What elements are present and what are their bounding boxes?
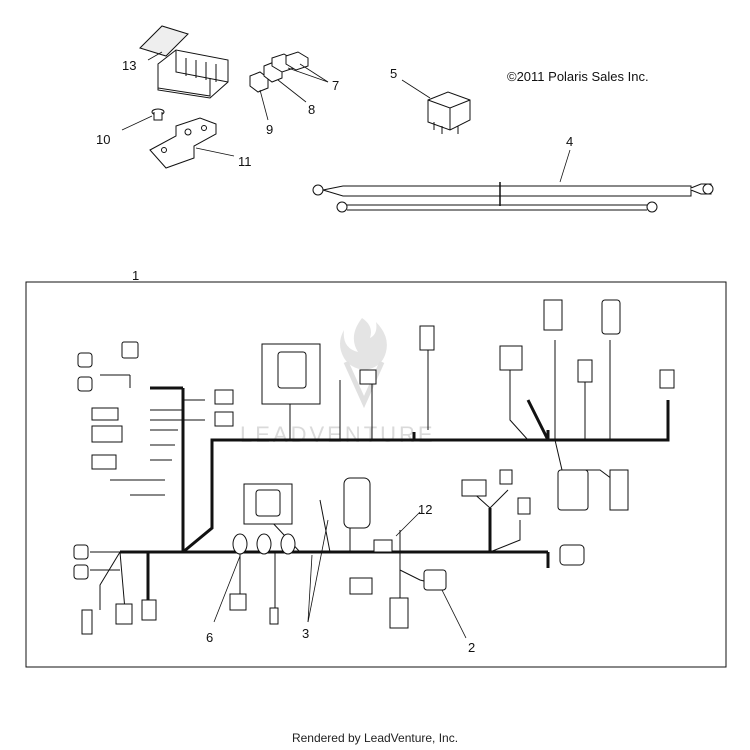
fuse-box — [139, 25, 229, 99]
harness-frame — [25, 281, 727, 668]
callout-5: 5 — [390, 66, 397, 81]
callout-12: 12 — [418, 502, 432, 517]
leader-3a — [307, 519, 329, 623]
watermark-text: LEADVENTURE — [240, 422, 436, 447]
bolt — [151, 108, 165, 121]
callout-9: 9 — [266, 122, 273, 137]
mounting-bracket — [149, 117, 217, 169]
main-harness-trunk — [120, 386, 670, 600]
leader-6 — [213, 555, 241, 623]
callout-13: 13 — [122, 58, 136, 73]
callout-7: 7 — [332, 78, 339, 93]
callout-3: 3 — [302, 626, 309, 641]
footer-credit: Rendered by LeadVenture, Inc. — [291, 731, 459, 745]
callout-10: 10 — [96, 132, 110, 147]
leader-4 — [559, 149, 571, 183]
mini-fuses — [249, 51, 309, 93]
relay — [427, 91, 471, 134]
leader-2 — [441, 589, 467, 639]
leader-5 — [401, 79, 431, 99]
leader-12 — [395, 511, 421, 537]
leader-3b — [307, 554, 313, 623]
leader-13 — [147, 51, 163, 61]
leadventure-watermark: LEADVENTURE — [240, 318, 436, 447]
ground-cable — [336, 201, 658, 213]
callout-11: 11 — [238, 154, 252, 169]
callout-4: 4 — [566, 134, 573, 149]
copyright-text: ©2011 Polaris Sales Inc. — [507, 69, 649, 84]
battery-cable — [312, 182, 714, 206]
callout-2: 2 — [468, 640, 475, 655]
callout-6: 6 — [206, 630, 213, 645]
leader-11 — [195, 147, 235, 157]
connectors — [73, 299, 675, 635]
leader-10 — [121, 115, 153, 131]
callout-1: 1 — [132, 268, 139, 283]
leaders-7-8-9 — [259, 63, 329, 121]
callout-8: 8 — [308, 102, 315, 117]
